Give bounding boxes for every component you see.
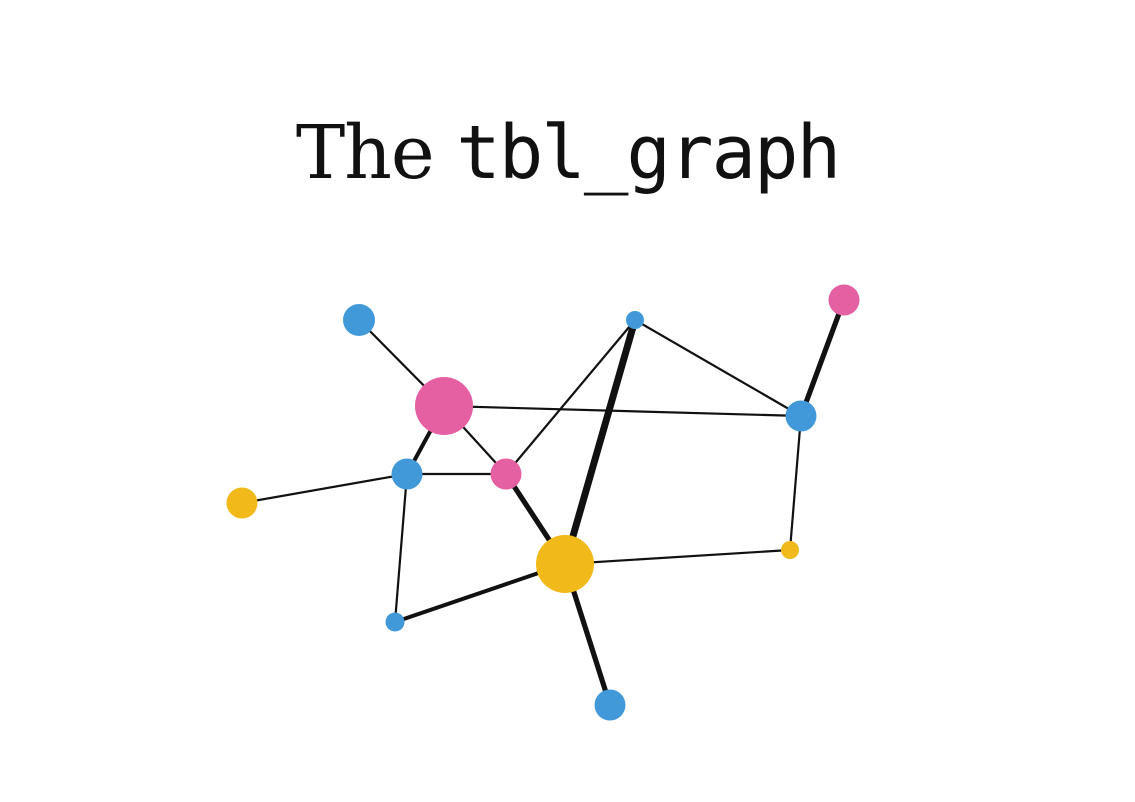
graph-node-n4 [490,458,522,490]
graph-node-n1 [343,304,375,336]
graph-edge-n11-n12 [788,414,803,552]
graph-node-n9 [626,311,644,329]
graph-node-n7 [536,535,594,593]
graph-node-n10 [828,284,860,316]
graph-edge-n3-n5 [240,472,409,505]
graph-edge-n4-n9 [504,318,637,476]
graph-node-n12 [781,541,799,559]
graph-edge-n2-n11 [442,404,803,418]
graph-node-n3 [391,458,423,490]
graph-edge-n9-n11 [633,318,803,418]
graph-edge-n7-n12 [563,548,792,566]
title-code: tbl_graph [456,110,841,196]
graph-node-n2 [415,377,473,435]
graph-edge-n3-n6 [393,472,409,624]
graph-node-n11 [785,400,817,432]
graph-edge-n7-n9 [561,316,639,568]
graph-edges [240,297,847,708]
slide-title: The tbl_graph [0,108,1135,199]
graph-nodes [226,284,860,721]
graph-node-n6 [385,612,405,632]
graph-edge-n10-n11 [798,297,847,419]
graph-node-n5 [226,487,258,519]
title-prefix: The [295,110,457,196]
graph-node-n8 [594,689,626,721]
graph-edge-n6-n7 [393,562,567,624]
